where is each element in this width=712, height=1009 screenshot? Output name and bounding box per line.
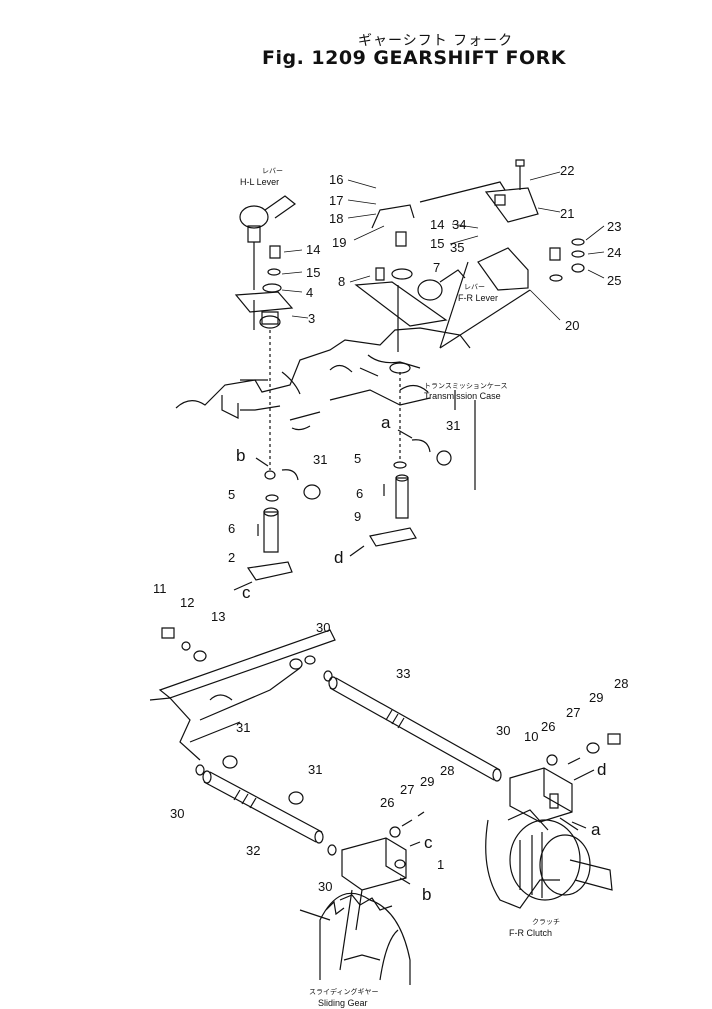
hl-shift-arm	[248, 470, 320, 580]
callout-16: 16	[329, 172, 344, 187]
callout-31-left: 31	[313, 452, 328, 467]
shaft-32	[196, 756, 336, 855]
arrow-label-c-lower: c	[424, 833, 433, 852]
callout-31-right: 31	[446, 418, 461, 433]
callout-13: 13	[211, 609, 226, 624]
callout-31-lower-mid: 31	[308, 762, 323, 777]
callout-24: 24	[607, 245, 622, 260]
callout-17: 17	[329, 193, 344, 208]
lower-arrows	[400, 770, 594, 884]
detent-bracket	[372, 160, 538, 348]
callout-8: 8	[338, 274, 346, 289]
callout-10: 10	[524, 729, 539, 744]
callout-26-right: 26	[541, 719, 556, 734]
right-hardware	[550, 239, 584, 281]
callout-29-right: 29	[589, 690, 604, 705]
transmission-case-outline	[176, 328, 470, 430]
transmission-case-label-en: Transmission Case	[424, 391, 501, 401]
callout-20: 20	[565, 318, 580, 333]
leader-lines	[282, 172, 604, 320]
callout-28-right: 28	[614, 676, 629, 691]
arrow-label-a-upper: a	[381, 413, 391, 432]
callout-15-left: 15	[306, 265, 321, 280]
callout-7: 7	[433, 260, 441, 275]
shaft-33	[324, 671, 501, 781]
figure-title: Fig. 1209 GEARSHIFT FORK	[262, 47, 567, 69]
arrow-label-b-lower: b	[422, 885, 432, 904]
callout-22: 22	[560, 163, 575, 178]
callout-2: 2	[228, 550, 236, 565]
callout-30-lower-left: 30	[170, 806, 185, 821]
callout-30-right: 30	[496, 723, 511, 738]
lower-left-bolts	[162, 628, 206, 661]
arrow-label-b-upper: b	[236, 446, 246, 465]
transmission-case-label-jp: トランスミッションケース	[424, 382, 508, 390]
callout-30-top: 30	[316, 620, 331, 635]
callout-23: 23	[607, 219, 622, 234]
callout-3: 3	[308, 311, 316, 326]
callout-19: 19	[332, 235, 347, 250]
fr-lever-label-en: F-R Lever	[458, 293, 499, 303]
callout-35: 35	[450, 240, 465, 255]
callout-11: 11	[153, 581, 167, 596]
callout-26-left: 26	[380, 795, 395, 810]
callout-5-right: 5	[354, 451, 362, 466]
sliding-gear	[300, 893, 410, 985]
callout-4: 4	[306, 285, 314, 300]
callout-25: 25	[607, 273, 622, 288]
callout-6-right: 6	[356, 486, 364, 501]
sliding-gear-label-en: Sliding Gear	[318, 998, 368, 1008]
callout-15-upper-right: 15	[430, 236, 445, 251]
fr-clutch-label-jp: クラッチ	[532, 918, 560, 926]
fr-clutch-label-en: F-R Clutch	[509, 928, 553, 938]
hl-lever-label-en: H-L Lever	[240, 177, 280, 187]
hl-lever-label-jp: レバー	[262, 167, 283, 175]
callout-31-lower-left: 31	[236, 720, 251, 735]
callout-21: 21	[560, 206, 575, 221]
callout-32: 32	[246, 843, 261, 858]
hl-lever-plate	[236, 292, 292, 470]
lower-housing	[150, 630, 335, 760]
shift-fork-1	[340, 812, 424, 970]
upper-arrows	[234, 430, 412, 590]
sliding-gear-label-jp: スライディングギヤー	[309, 988, 379, 996]
title-japanese: ギャーシフト フォーク	[358, 33, 514, 49]
callout-5-left: 5	[228, 487, 236, 502]
fr-lever-label-jp: レバー	[464, 283, 485, 291]
callout-30-lower-mid: 30	[318, 879, 333, 894]
callout-12: 12	[180, 595, 195, 610]
callout-18: 18	[329, 211, 344, 226]
callout-9: 9	[354, 509, 362, 524]
hl-side-small-parts	[263, 246, 281, 292]
callout-29-left: 29	[420, 774, 435, 789]
callout-14-upper-right: 14	[430, 217, 445, 232]
callout-28-left: 28	[440, 763, 455, 778]
arrow-label-a-lower: a	[591, 820, 601, 839]
callout-6-left: 6	[228, 521, 236, 536]
hl-lever	[240, 196, 295, 330]
callout-14-left: 14	[306, 242, 321, 257]
callout-34: 34	[452, 217, 467, 232]
arrow-label-d-upper: d	[334, 548, 344, 567]
callout-27-right: 27	[566, 705, 581, 720]
callout-1: 1	[437, 857, 445, 872]
fr-lever-plate	[356, 232, 465, 460]
fr-shift-arm	[370, 390, 475, 546]
arrow-label-d-lower: d	[597, 760, 607, 779]
shift-fork-10	[510, 734, 620, 822]
fr-clutch	[486, 810, 612, 908]
arrow-label-c-upper: c	[242, 583, 251, 602]
callout-33: 33	[396, 666, 411, 681]
callout-27-left: 27	[400, 782, 415, 797]
